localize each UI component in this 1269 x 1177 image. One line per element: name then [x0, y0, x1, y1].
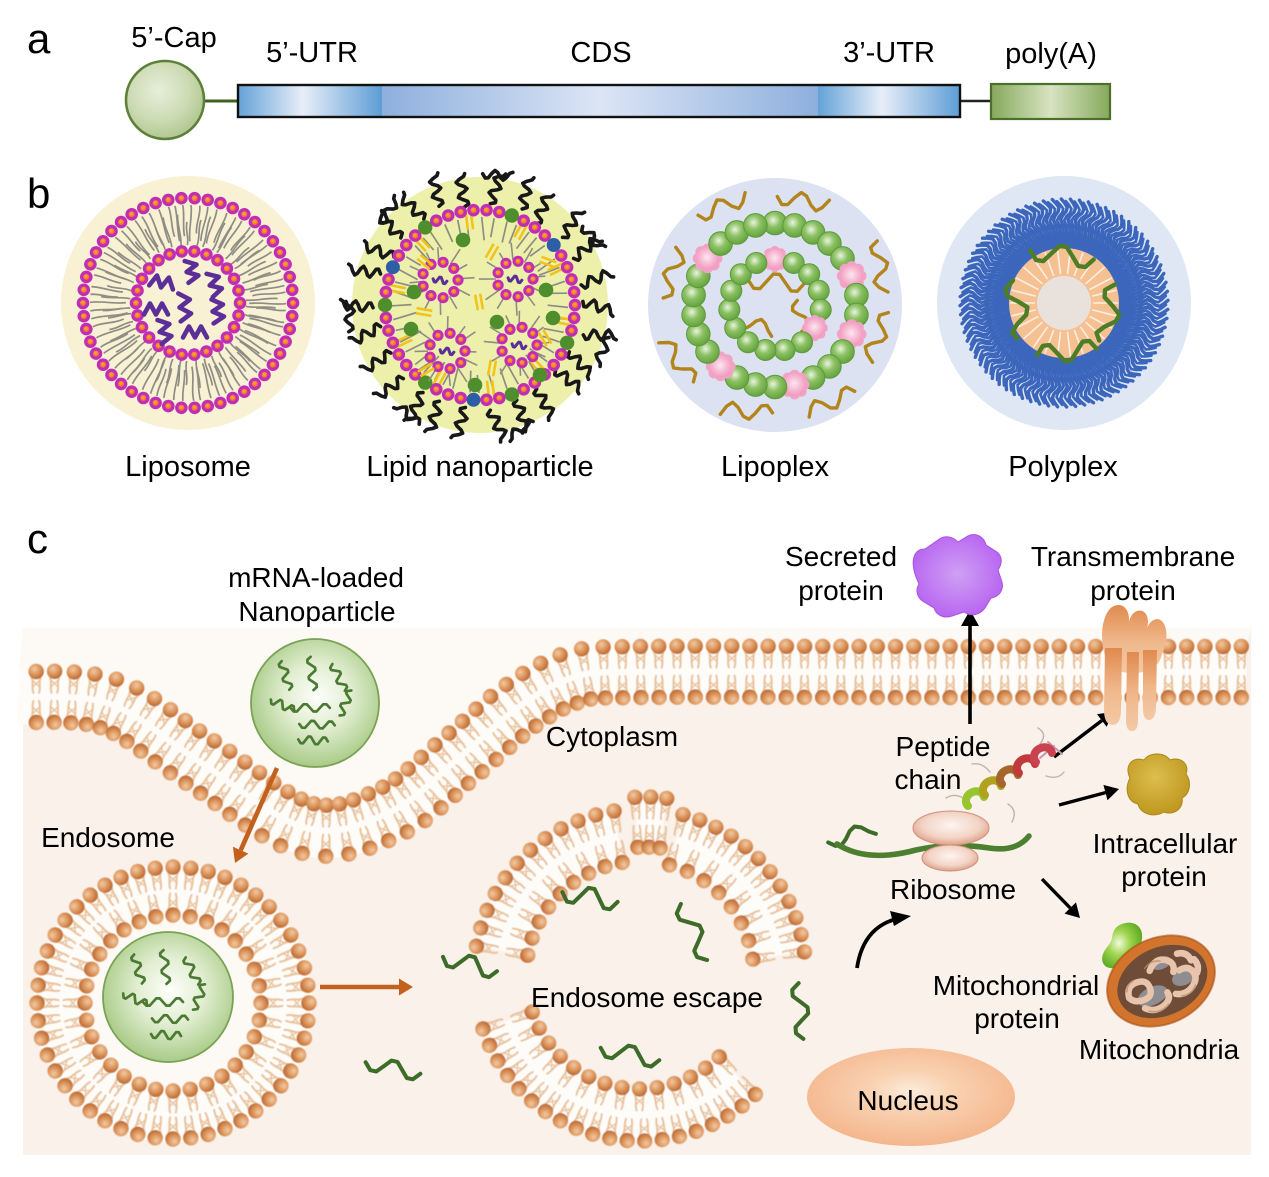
- svg-text:poly(A): poly(A): [1005, 38, 1097, 70]
- svg-text:Mitochondrial: Mitochondrial: [933, 970, 1100, 1001]
- svg-text:mRNA-loaded: mRNA-loaded: [228, 562, 404, 593]
- svg-text:Intracellular: Intracellular: [1093, 828, 1238, 859]
- svg-text:protein: protein: [974, 1003, 1060, 1034]
- svg-text:Nucleus: Nucleus: [857, 1085, 958, 1116]
- svg-text:protein: protein: [798, 575, 884, 606]
- svg-text:Lipoplex: Lipoplex: [721, 451, 830, 483]
- svg-text:Cytoplasm: Cytoplasm: [546, 721, 678, 752]
- svg-text:3’-UTR: 3’-UTR: [843, 37, 935, 69]
- svg-text:Liposome: Liposome: [125, 451, 251, 483]
- svg-text:Lipid nanoparticle: Lipid nanoparticle: [366, 451, 593, 483]
- svg-text:Secreted: Secreted: [785, 541, 897, 572]
- svg-text:Polyplex: Polyplex: [1008, 451, 1118, 483]
- svg-text:CDS: CDS: [570, 37, 631, 69]
- svg-text:chain: chain: [895, 764, 962, 795]
- svg-text:5’-UTR: 5’-UTR: [266, 37, 358, 69]
- svg-text:Endosome: Endosome: [41, 822, 175, 853]
- svg-text:Ribosome: Ribosome: [890, 874, 1016, 905]
- svg-text:b: b: [27, 170, 50, 217]
- svg-text:Nanoparticle: Nanoparticle: [238, 596, 395, 627]
- svg-text:5’-Cap: 5’-Cap: [131, 22, 216, 54]
- svg-text:protein: protein: [1121, 861, 1207, 892]
- svg-text:Peptide: Peptide: [896, 731, 991, 762]
- svg-text:Transmembrane: Transmembrane: [1031, 541, 1235, 572]
- svg-text:Mitochondria: Mitochondria: [1079, 1034, 1240, 1065]
- svg-text:protein: protein: [1090, 575, 1176, 606]
- svg-text:c: c: [27, 515, 48, 562]
- svg-text:a: a: [27, 15, 51, 62]
- svg-text:Endosome escape: Endosome escape: [531, 982, 763, 1013]
